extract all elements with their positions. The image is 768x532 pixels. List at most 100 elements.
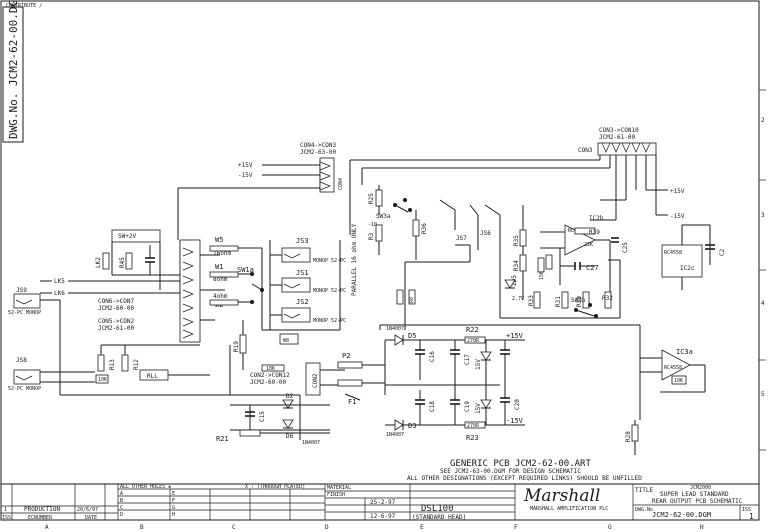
zone-label: B bbox=[140, 524, 144, 531]
value-label: 10K bbox=[674, 378, 683, 384]
r34-label: R34 bbox=[513, 260, 520, 271]
rail-label: +15V bbox=[506, 332, 524, 340]
zone-letter: A bbox=[120, 491, 123, 497]
sw2-label: SW+2V bbox=[118, 233, 136, 240]
zener-label: 15V bbox=[475, 403, 482, 414]
value-label: 15K bbox=[539, 271, 545, 280]
jack-part: 52-PC MONOP bbox=[8, 386, 41, 392]
con6-label: CON6->CON7 bbox=[98, 298, 135, 305]
zone-letter: B bbox=[120, 498, 123, 504]
value-label: 10K bbox=[266, 366, 275, 372]
value-label: -10 bbox=[368, 222, 377, 228]
zone-letter: H bbox=[172, 512, 175, 518]
notes-line2: ALL OTHER DESIGNATIONS (EXCEPT REQUIRED … bbox=[407, 475, 642, 482]
title-block: 1 PRODUCTION 20/6/97 ISS ECNUMBER DATE A… bbox=[0, 483, 760, 521]
con5-label: CON5->CON2 bbox=[98, 318, 135, 325]
title-label: TITLE bbox=[635, 487, 653, 494]
ic3a-area: IC3a RC4558 10K R28 bbox=[520, 324, 706, 455]
zone-letters: A B C D E F G H bbox=[45, 524, 704, 531]
iss-label: ISS bbox=[2, 515, 11, 521]
js8-label: JS8 bbox=[16, 357, 27, 364]
d6-label: D6 bbox=[286, 433, 294, 440]
power-supply: D5 1N4007 D3 1N4007 C16 C18 C17 C19 bbox=[385, 326, 525, 442]
f1-label: F1 bbox=[348, 398, 356, 406]
c15-label: C15 bbox=[259, 411, 266, 422]
zone-label: F bbox=[514, 524, 518, 531]
speaker-jacks: W5 16ohm W1 8ohm 4ohm W2 SW1a JS3 MONOP … bbox=[209, 236, 346, 370]
title-line1: SUPER LEAD STANDARD bbox=[660, 491, 729, 498]
ic2c-label: IC2c bbox=[680, 265, 695, 272]
holes-label: ALL OTHER HOLES ± bbox=[120, 484, 171, 490]
c18-label: C18 bbox=[429, 401, 436, 412]
lk5-label: LK5 bbox=[54, 278, 65, 285]
design-notes: GENERIC PCB JCM2-62-00.ART SEE JCM2-63-0… bbox=[407, 459, 642, 482]
con4-ref: JCM2-63-00 bbox=[300, 149, 337, 156]
con4-pin-label: CON4 bbox=[338, 178, 344, 190]
left-input-area: SW+2V LK2 R45 CON6->CON7 JCM2-60-00 CON5… bbox=[8, 229, 231, 396]
js3-label: JS3 bbox=[296, 237, 309, 245]
zone-letter: D bbox=[120, 512, 123, 518]
r30-label: R30 bbox=[576, 296, 583, 307]
row-label: 4 bbox=[761, 300, 765, 307]
value-label: 1N4007 bbox=[302, 440, 320, 446]
con5-ref: JCM2-61-00 bbox=[98, 325, 135, 332]
js2-label: JS2 bbox=[296, 298, 309, 306]
bottom-left: C15 D2 D6 R21 1N4007 bbox=[216, 393, 330, 446]
ic3a-label: IC3a bbox=[676, 348, 693, 356]
zener-label: 15V bbox=[475, 359, 482, 370]
value-label: 270R bbox=[467, 338, 480, 344]
js7-label: JS7 bbox=[456, 235, 467, 242]
approved-date: 12-6-97 bbox=[370, 513, 396, 520]
sw3b-label: SW3b bbox=[571, 297, 586, 304]
zone-label: D bbox=[325, 524, 329, 531]
drawn-date: 25-2-97 bbox=[370, 499, 396, 506]
r13-label: R13 bbox=[109, 359, 116, 370]
material-label: MATERIAL bbox=[327, 485, 351, 491]
ic2b-label: IC2b bbox=[589, 215, 604, 222]
r33-label: R33 bbox=[528, 295, 535, 306]
drawing-number-box: DWG.No. JCM2-62-00.DGM bbox=[2, 0, 24, 143]
w1-value: 8ohm bbox=[213, 276, 228, 283]
product-name: DSL100 bbox=[421, 504, 454, 514]
c16-label: C16 bbox=[429, 351, 436, 362]
date-label: DATE bbox=[85, 515, 97, 521]
ic-part: RC4558 bbox=[664, 250, 682, 256]
row-label: 2 bbox=[761, 117, 765, 124]
lk6-label: LK6 bbox=[54, 290, 65, 297]
value-label: R8 bbox=[409, 297, 415, 303]
js9-label: JS9 bbox=[16, 287, 27, 294]
corner-text: CONTRIBUTE / bbox=[6, 3, 42, 9]
js1-label: JS1 bbox=[296, 269, 309, 277]
ic2-area: R35 R34 IC2b RC4558 R39 22K C27 15K ZD5 … bbox=[499, 205, 726, 319]
zone-label: A bbox=[45, 524, 49, 531]
brand-logo: Marshall bbox=[523, 486, 600, 506]
w2-value: 4ohm bbox=[213, 293, 228, 300]
zone-letter: G bbox=[172, 505, 175, 511]
r32-label: R32 bbox=[602, 295, 613, 302]
rev-date: 20/6/97 bbox=[77, 507, 98, 513]
r22-label: R22 bbox=[466, 326, 479, 334]
value-label: 1N4007 bbox=[386, 432, 404, 438]
con3-ref: JCM2-61-00 bbox=[599, 134, 636, 141]
zone-letter: E bbox=[172, 491, 175, 497]
row-label: 5 bbox=[761, 391, 765, 398]
value-label: 10K bbox=[98, 377, 107, 383]
d5-label: D5 bbox=[408, 332, 416, 340]
rail-label: +15V bbox=[238, 162, 253, 169]
con2-pin-label: CON2 bbox=[312, 373, 319, 388]
center-power: 10K CON2->CON12 JCM2-60-00 CON2 P2 F1 bbox=[220, 324, 520, 440]
top-wiring: +15V -15V CON4->CON3 JCM2-63-00 CON4 CON… bbox=[177, 127, 685, 235]
r35-label: R35 bbox=[513, 235, 520, 246]
finish-label: FINISH bbox=[327, 492, 345, 498]
notes-title: GENERIC PCB JCM2-62-00.ART bbox=[450, 459, 591, 469]
ecnumber-label: ECNUMBER bbox=[28, 515, 53, 521]
con2-label: CON2->CON12 bbox=[250, 372, 290, 379]
title-model: JCM2000 bbox=[690, 485, 711, 491]
rev-desc: PRODUCTION bbox=[24, 506, 61, 513]
zone-letter: F bbox=[172, 498, 175, 504]
r19-label: R19 bbox=[233, 341, 240, 352]
jack-part: MONOP 52-PC bbox=[313, 318, 346, 324]
r12-label: R12 bbox=[133, 359, 140, 370]
rail-label: -15V bbox=[506, 417, 524, 425]
value-label: RLL bbox=[147, 373, 158, 380]
